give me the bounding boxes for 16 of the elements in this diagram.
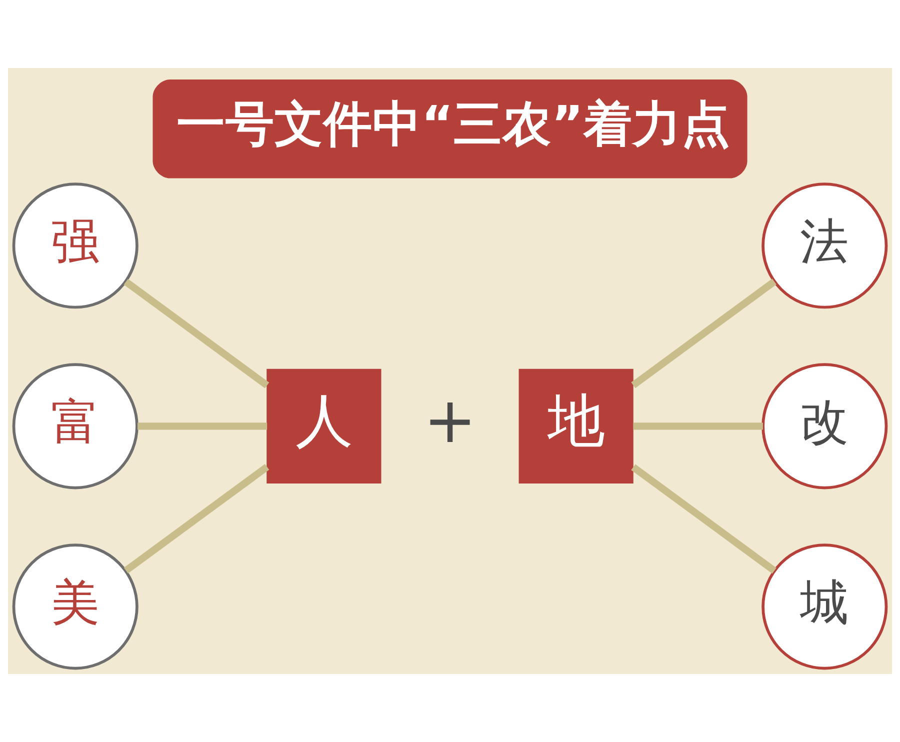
connector	[124, 278, 270, 388]
connector	[633, 422, 763, 430]
diagram-title: 一号文件中“三农”着力点	[176, 96, 730, 153]
node-circle: 改	[762, 363, 888, 490]
node-circle: 城	[762, 544, 888, 670]
node-box: 地	[518, 368, 634, 484]
label: +	[424, 383, 476, 458]
connector	[631, 278, 776, 388]
connector	[138, 422, 268, 430]
node-circle: 美	[12, 544, 138, 670]
node-box: 人	[266, 368, 382, 484]
connector	[124, 464, 270, 574]
node-circle: 富	[12, 363, 138, 490]
node-circle: 法	[762, 182, 888, 309]
connector	[631, 464, 776, 574]
node-circle: 强	[12, 182, 138, 309]
